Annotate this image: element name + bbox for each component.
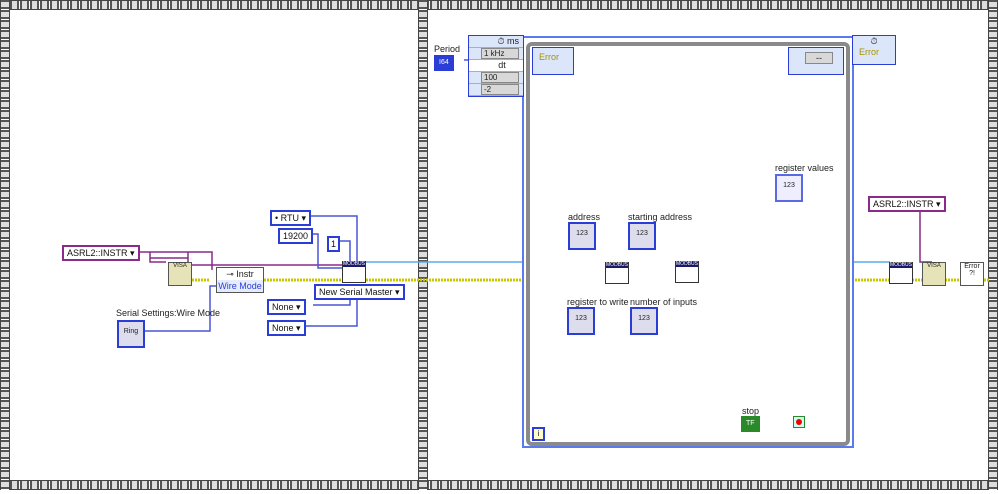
slave-id-constant[interactable]: 1: [327, 236, 341, 252]
left-error-node[interactable]: Error: [532, 47, 574, 75]
stop-control[interactable]: TF: [741, 416, 760, 432]
address-control[interactable]: 123: [568, 222, 596, 250]
property-class: ⊸ Instr: [226, 269, 254, 279]
flow-control-constant[interactable]: None ▾: [267, 320, 306, 336]
stop-label: stop: [742, 406, 760, 416]
sequence-left-border: [0, 0, 10, 490]
property-wire-mode[interactable]: Wire Mode: [217, 280, 263, 292]
register-values-label: register values: [775, 163, 834, 173]
simple-error-handler-node[interactable]: Error ?!: [960, 262, 984, 286]
while-loop: [526, 42, 850, 446]
number-of-inputs-control[interactable]: 123: [630, 307, 658, 335]
parity-constant[interactable]: None ▾: [267, 299, 306, 315]
resource-wire: [133, 251, 345, 270]
iteration-terminal: i: [532, 427, 545, 441]
right-data-node[interactable]: --: [788, 47, 844, 75]
wire-mode-label: Serial Settings:Wire Mode: [116, 308, 221, 318]
period-control[interactable]: I64: [434, 55, 454, 71]
modbus-read-registers-node[interactable]: MODBUS: [675, 261, 699, 283]
visa-close-node[interactable]: VISA: [922, 262, 946, 286]
register-to-write-label: register to write: [567, 297, 629, 307]
close-resource-constant[interactable]: ASRL2::INSTR ▾: [868, 196, 946, 212]
period-label: Period: [434, 44, 461, 54]
wire-mode-control[interactable]: Ring: [117, 320, 145, 348]
sequence-top-border: [0, 0, 998, 10]
register-to-write-control[interactable]: 123: [567, 307, 595, 335]
wire-mode-wire: [140, 285, 218, 332]
starting-address-control[interactable]: 123: [628, 222, 656, 250]
visa-resource-constant[interactable]: ASRL2::INSTR ▾: [62, 245, 140, 261]
timed-loop-output-node[interactable]: ⏱Error: [852, 35, 896, 65]
timed-loop-input-node[interactable]: ⏱ ms 1 kHz dt 100 -2: [468, 35, 524, 97]
modbus-close-node[interactable]: MODBUS: [889, 262, 913, 284]
new-serial-master-constant[interactable]: New Serial Master ▾: [314, 284, 405, 300]
register-values-indicator[interactable]: 123: [775, 174, 803, 202]
stop-condition-terminal[interactable]: [793, 416, 805, 428]
sequence-bottom-border: [0, 480, 998, 490]
sequence-divider: [418, 0, 428, 490]
starting-address-label: starting address: [628, 212, 693, 222]
address-label: address: [568, 212, 601, 222]
property-node[interactable]: ⊸ Instr Wire Mode: [216, 267, 264, 293]
baud-rate-constant[interactable]: 19200: [278, 228, 314, 244]
rtu-constant[interactable]: • RTU ▾: [270, 210, 312, 226]
visa-configure-serial-node[interactable]: VISA: [168, 262, 192, 286]
modbus-write-register-node[interactable]: MODBUS: [605, 262, 629, 284]
number-of-inputs-label: number of inputs: [630, 297, 698, 307]
modbus-create-master-node[interactable]: MODBUS: [342, 261, 366, 283]
